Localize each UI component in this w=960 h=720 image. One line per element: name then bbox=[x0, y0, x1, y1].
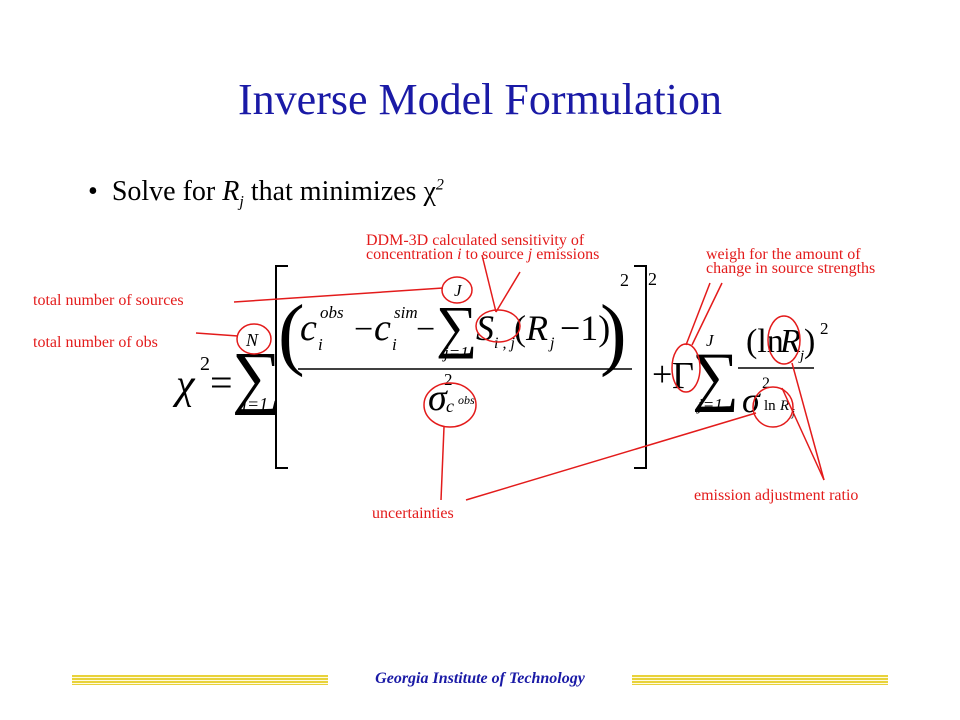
leader-emission-1 bbox=[791, 362, 825, 481]
footer-text: Georgia Institute of Technology bbox=[375, 670, 585, 687]
callout-circle-R bbox=[767, 315, 801, 365]
callout-circle-J bbox=[441, 276, 473, 304]
eq-sum-inner-upper: J bbox=[454, 281, 463, 300]
eq-sum-outer-upper: N bbox=[245, 330, 259, 350]
eq-sum-right-upper: J bbox=[706, 331, 715, 350]
annotation-ddm-sensitivity: DDM-3D calculated sensitivity of concent… bbox=[366, 232, 600, 263]
slide-title: Inverse Model Formulation bbox=[238, 75, 722, 124]
eq-plus: + bbox=[652, 354, 672, 394]
annotation-ddm-line1: DDM-3D calculated sensitivity of bbox=[366, 232, 585, 249]
eq-minus-2: − bbox=[416, 311, 435, 348]
bullet-item: • Solve for Rj that minimizes χ2 bbox=[88, 176, 444, 212]
footer-rule-right bbox=[632, 675, 888, 685]
annotation-weigh-line2: change in source strengths bbox=[706, 260, 876, 277]
bullet-marker: • bbox=[88, 176, 98, 207]
bullet-text-before: Solve for bbox=[111, 176, 223, 207]
eq-ln-open: (ln bbox=[746, 323, 784, 360]
annotation-uncertainties: uncertainties bbox=[372, 505, 454, 522]
eq-chi: χ bbox=[172, 362, 196, 408]
eq-c-obs-sup: obs bbox=[320, 303, 344, 322]
eq-sum-outer-lower: i=1 bbox=[242, 394, 268, 414]
eq-c-sim-sup: sim bbox=[394, 303, 418, 322]
eq-right-sigma-ln: ln bbox=[764, 398, 776, 414]
eq-right-sigma-sq: 2 bbox=[762, 375, 770, 392]
bullet-chi-sup: 2 bbox=[435, 176, 444, 194]
bullet-var: R bbox=[222, 176, 240, 207]
eq-sum-inner: ∑ bbox=[436, 294, 477, 359]
annotation-total-obs: total number of obs bbox=[33, 334, 158, 351]
callout-circle-sigma-obs bbox=[423, 382, 477, 428]
eq-right-sq: 2 bbox=[820, 319, 829, 338]
eq-right-sigma-R: R bbox=[779, 398, 789, 414]
eq-paren-big-right: ) bbox=[600, 290, 627, 378]
eq-bracket-sq: 2 bbox=[648, 269, 657, 289]
annotation-ddm-line2: concentration i to source j emissions bbox=[366, 246, 600, 263]
eq-right-R-sub: j bbox=[798, 348, 804, 364]
bullet-chi: χ bbox=[423, 176, 436, 207]
eq-c-sim: c bbox=[374, 307, 391, 349]
leader-weigh-1 bbox=[685, 282, 711, 346]
annotation-weigh: weigh for the amount of change in source… bbox=[706, 246, 876, 277]
eq-sum-outer: ∑ bbox=[232, 339, 282, 416]
callout-circle-sigma-lnR bbox=[752, 386, 794, 428]
eq-ln-close: ) bbox=[804, 323, 815, 360]
leader-uncertainties-1 bbox=[440, 426, 445, 501]
leader-weigh-2 bbox=[691, 282, 723, 346]
eq-sum-right-lower: j=1 bbox=[696, 395, 723, 414]
eq-R: R bbox=[525, 308, 548, 348]
eq-sigma-sub-c: c bbox=[446, 396, 454, 416]
eq-R-sub: j bbox=[548, 335, 555, 352]
eq-sigma-sq: 2 bbox=[444, 370, 453, 389]
eq-right-R: R bbox=[779, 323, 801, 360]
eq-minus-1: − bbox=[354, 311, 373, 348]
footer-rule-left bbox=[72, 675, 328, 685]
eq-paren-sq: 2 bbox=[620, 270, 629, 290]
eq-bracket-right bbox=[634, 265, 647, 469]
leader-uncertainties-2 bbox=[465, 412, 757, 501]
callout-circle-N bbox=[236, 323, 272, 355]
eq-sum-inner-lower: j=1 bbox=[442, 343, 469, 362]
leader-emission-2 bbox=[781, 387, 825, 481]
eq-paren-big-left: ( bbox=[278, 290, 305, 378]
leader-ddm-1 bbox=[481, 254, 497, 313]
annotation-total-sources: total number of sources bbox=[33, 292, 184, 309]
eq-minus-one: −1) bbox=[560, 308, 610, 348]
eq-equals: = bbox=[210, 360, 233, 405]
eq-right-sigma: σ bbox=[742, 380, 761, 420]
annotation-emission-ratio: emission adjustment ratio bbox=[694, 487, 859, 504]
bullet-text-after: that minimizes bbox=[243, 176, 424, 207]
eq-c-obs: c bbox=[300, 307, 317, 349]
eq-c-obs-sub: i bbox=[318, 335, 323, 354]
eq-chi-sq: 2 bbox=[200, 353, 210, 375]
eq-bracket-left bbox=[275, 265, 288, 469]
annotation-weigh-line1: weigh for the amount of bbox=[706, 246, 861, 263]
leader-ddm-2 bbox=[495, 271, 521, 313]
eq-sigma-sub-obs: obs bbox=[458, 393, 475, 407]
bullet-var-sub: j bbox=[239, 193, 244, 211]
eq-S: S bbox=[476, 308, 494, 348]
leader-total-sources bbox=[233, 287, 444, 303]
leader-total-obs bbox=[195, 332, 239, 337]
eq-c-sim-sub: i bbox=[392, 335, 397, 354]
